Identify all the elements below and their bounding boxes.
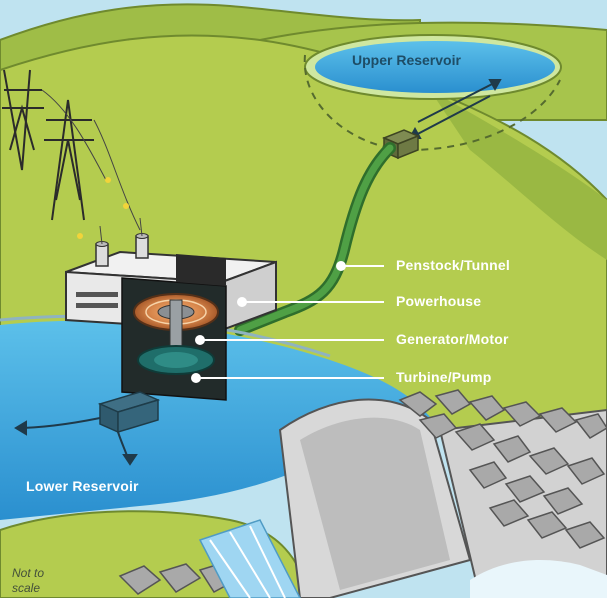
scale-note-line2: scale — [12, 581, 44, 596]
penstock-label: Penstock/Tunnel — [396, 257, 510, 273]
scale-note: Not to scale — [12, 566, 44, 596]
lower-reservoir-label: Lower Reservoir — [26, 478, 139, 494]
turbine-label: Turbine/Pump — [396, 369, 491, 385]
scale-note-line1: Not to — [12, 566, 44, 581]
upper-reservoir-label: Upper Reservoir — [352, 52, 461, 68]
generator-label: Generator/Motor — [396, 331, 509, 347]
powerhouse-label: Powerhouse — [396, 293, 481, 309]
